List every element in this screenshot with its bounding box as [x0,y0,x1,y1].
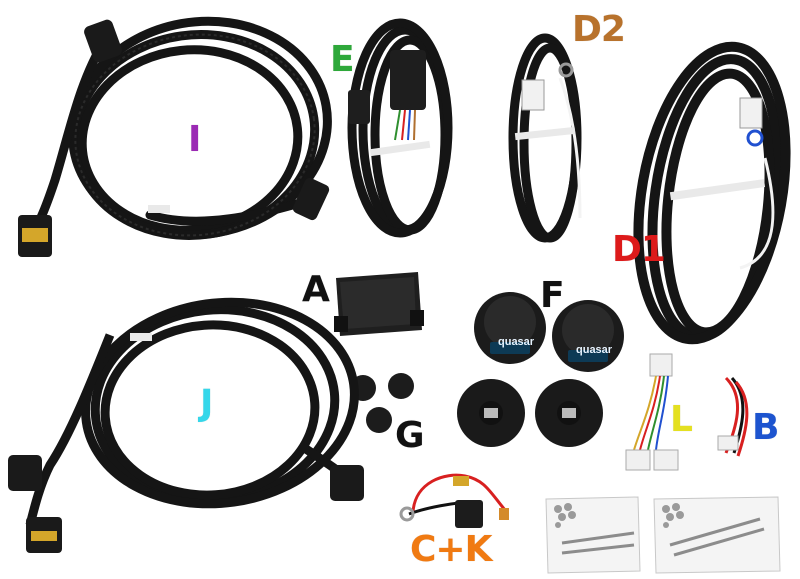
harness-l [625,353,679,471]
label-l: L [670,399,693,440]
label-f: F [540,275,565,316]
label-e: E [330,39,355,80]
socket-brand-left: quasar [498,336,535,348]
screw-kit-right [653,496,781,574]
mounting-plate-right [535,379,603,447]
harness-b [717,376,749,457]
label-j: J [200,383,213,424]
module-a [334,272,424,336]
label-g: G [395,415,425,456]
harness-d2 [508,33,582,243]
harness-i [18,16,332,257]
label-i: I [188,119,201,160]
harness-e [347,18,453,238]
socket-f-right [552,300,624,372]
label-a: A [302,269,330,310]
mounting-plate-left [457,379,525,447]
socket-brand-right: quasar [576,344,613,356]
screw-kit-left [545,496,641,574]
label-ck: C+K [410,529,492,570]
harness-j [8,297,364,553]
label-d1: D1 [612,229,666,270]
socket-f-left [474,292,546,364]
harness-d1 [633,41,791,345]
label-b: B [752,407,779,448]
label-d2: D2 [572,9,626,50]
fuse-kit-ck [399,473,509,528]
